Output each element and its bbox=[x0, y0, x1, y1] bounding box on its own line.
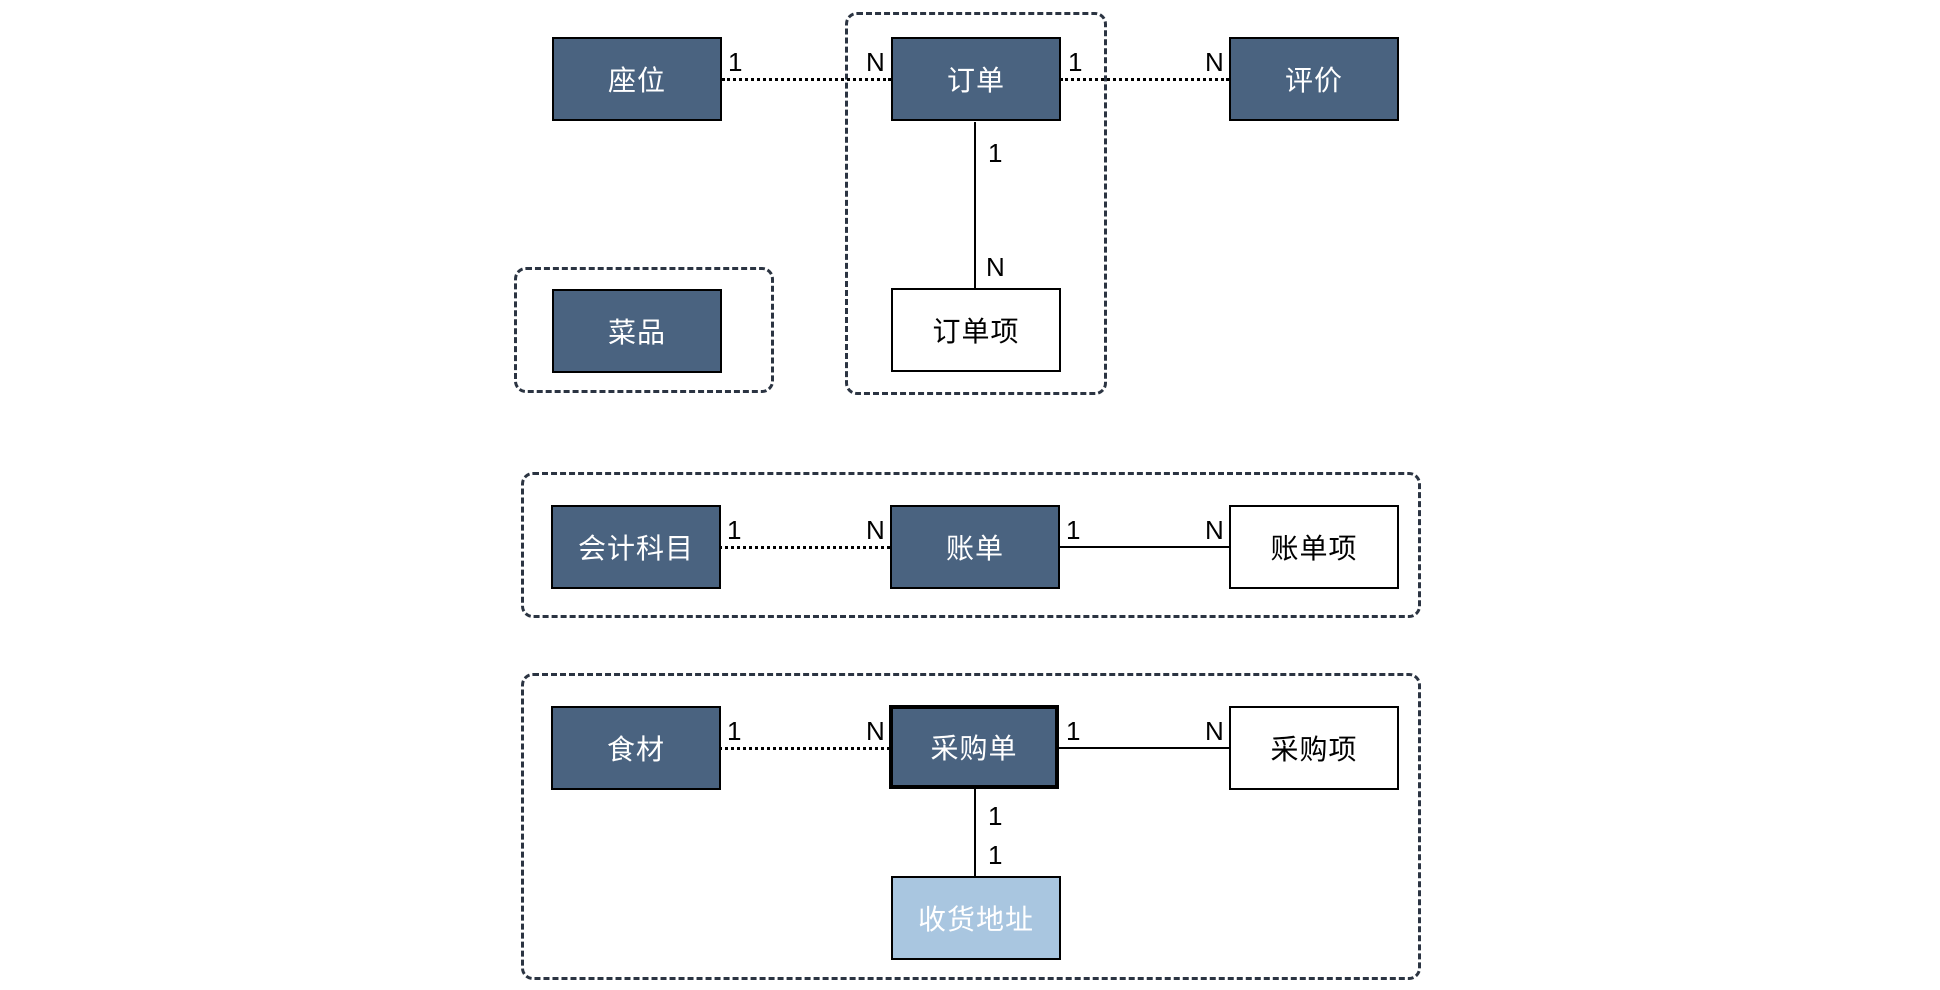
cardinality-purchase-order-delivery-address-from: 1 bbox=[988, 801, 1003, 831]
entity-review[interactable]: 评价 bbox=[1229, 37, 1399, 121]
entity-account-subject[interactable]: 会计科目 bbox=[551, 505, 721, 589]
cardinality-ingredient-purchase-order-to: N bbox=[866, 716, 885, 746]
cardinality-purchase-order-purchase-item-from: 1 bbox=[1066, 716, 1081, 746]
entity-seat[interactable]: 座位 bbox=[552, 37, 722, 121]
cardinality-seat-order-to: N bbox=[866, 47, 885, 77]
order-group-container bbox=[845, 12, 1107, 395]
entity-dish-label: 菜品 bbox=[607, 317, 666, 348]
entity-dish[interactable]: 菜品 bbox=[552, 289, 722, 373]
entity-order-item[interactable]: 订单项 bbox=[891, 288, 1061, 372]
cardinality-purchase-order-delivery-address-to: 1 bbox=[988, 840, 1003, 870]
entity-purchase-order-label: 采购单 bbox=[930, 733, 1018, 764]
connector-ingredient-purchase-order bbox=[719, 747, 890, 750]
cardinality-bill-bill-item-to: N bbox=[1205, 515, 1224, 545]
cardinality-account-subject-bill-from: 1 bbox=[727, 515, 742, 545]
entity-review-label: 评价 bbox=[1284, 65, 1343, 96]
cardinality-bill-bill-item-from: 1 bbox=[1066, 515, 1081, 545]
entity-account-subject-label: 会计科目 bbox=[577, 533, 694, 564]
cardinality-order-order-item-from: 1 bbox=[988, 138, 1003, 168]
bill-group-container bbox=[521, 472, 1421, 618]
cardinality-ingredient-purchase-order-from: 1 bbox=[727, 716, 742, 746]
purchase-group-container bbox=[521, 673, 1421, 980]
cardinality-order-order-item-to: N bbox=[986, 252, 1005, 282]
cardinality-account-subject-bill-to: N bbox=[866, 515, 885, 545]
cardinality-order-review-to: N bbox=[1205, 47, 1224, 77]
dish-group-container bbox=[514, 267, 774, 393]
entity-delivery-address[interactable]: 收货地址 bbox=[891, 876, 1061, 960]
connector-purchase-order-purchase-item bbox=[1058, 747, 1229, 749]
entity-order-item-label: 订单项 bbox=[932, 316, 1020, 347]
entity-order-label: 订单 bbox=[946, 65, 1005, 96]
connector-seat-order bbox=[722, 78, 891, 81]
cardinality-order-review-from: 1 bbox=[1068, 47, 1083, 77]
entity-purchase-item-label: 采购项 bbox=[1270, 734, 1358, 765]
connector-account-subject-bill bbox=[719, 546, 890, 549]
connector-order-review bbox=[1060, 78, 1229, 81]
cardinality-seat-order-from: 1 bbox=[728, 47, 743, 77]
entity-purchase-order[interactable]: 采购单 bbox=[889, 705, 1059, 789]
entity-bill[interactable]: 账单 bbox=[890, 505, 1060, 589]
entity-ingredient-label: 食材 bbox=[606, 734, 665, 765]
entity-delivery-address-label: 收货地址 bbox=[917, 904, 1034, 935]
cardinality-purchase-order-purchase-item-to: N bbox=[1205, 716, 1224, 746]
entity-bill-item[interactable]: 账单项 bbox=[1229, 505, 1399, 589]
entity-bill-item-label: 账单项 bbox=[1270, 533, 1358, 564]
entity-order[interactable]: 订单 bbox=[891, 37, 1061, 121]
connector-bill-bill-item bbox=[1058, 546, 1229, 548]
connector-purchase-order-delivery-address bbox=[974, 789, 976, 876]
entity-purchase-item[interactable]: 采购项 bbox=[1229, 706, 1399, 790]
connector-order-order-item bbox=[974, 122, 976, 288]
entity-bill-label: 账单 bbox=[945, 533, 1004, 564]
entity-ingredient[interactable]: 食材 bbox=[551, 706, 721, 790]
entity-seat-label: 座位 bbox=[607, 65, 666, 96]
